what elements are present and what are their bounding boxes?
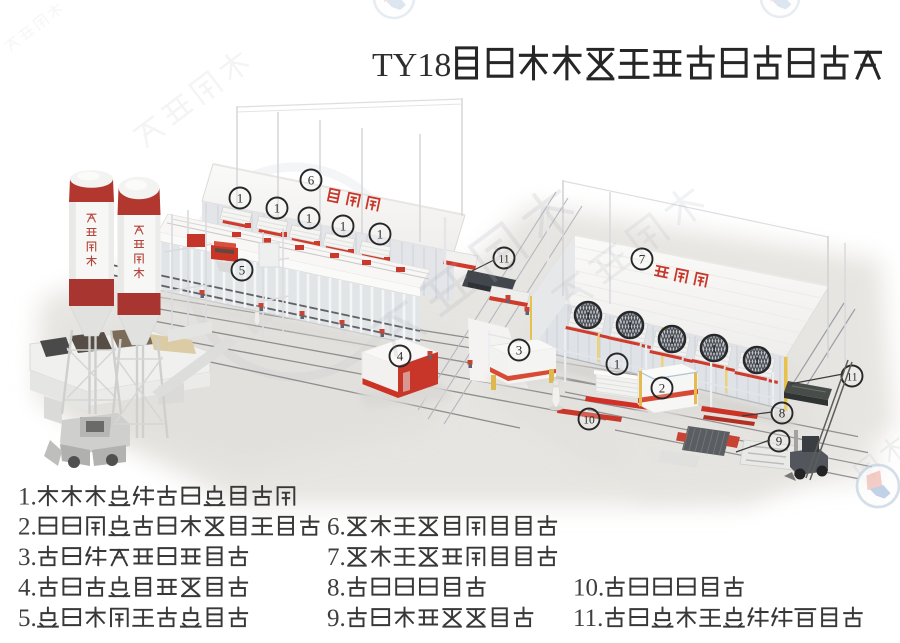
svg-text:1: 1	[614, 357, 621, 372]
svg-text:11: 11	[846, 372, 857, 384]
svg-text:1: 1	[585, 309, 591, 323]
svg-text:1: 1	[627, 319, 633, 333]
svg-text:10.: 10.	[573, 575, 604, 602]
svg-text:5.: 5.	[18, 605, 37, 632]
svg-text:9.: 9.	[327, 605, 346, 632]
svg-text:11.: 11.	[573, 605, 603, 632]
svg-text:7: 7	[639, 252, 646, 267]
svg-text:1: 1	[340, 219, 347, 234]
svg-text:2: 2	[659, 381, 666, 396]
svg-text:7.: 7.	[327, 544, 346, 571]
svg-text:6.: 6.	[327, 514, 346, 541]
svg-text:1: 1	[274, 201, 281, 216]
svg-text:1: 1	[754, 354, 760, 368]
svg-text:1: 1	[306, 211, 313, 226]
svg-text:8: 8	[779, 406, 786, 421]
svg-text:8.: 8.	[327, 575, 346, 602]
svg-text:3.: 3.	[18, 544, 37, 571]
svg-text:1.: 1.	[18, 484, 37, 511]
svg-text:3: 3	[516, 343, 523, 358]
svg-text:1: 1	[237, 191, 244, 206]
svg-text:11: 11	[498, 254, 509, 266]
svg-text:9: 9	[776, 434, 783, 449]
svg-text:10: 10	[583, 415, 595, 427]
svg-text:5: 5	[239, 263, 246, 278]
svg-text:1: 1	[711, 342, 717, 356]
svg-text:1: 1	[377, 227, 384, 242]
svg-text:6: 6	[308, 173, 315, 188]
svg-text:4: 4	[397, 349, 404, 364]
svg-text:4.: 4.	[18, 575, 37, 602]
svg-text:TY18: TY18	[372, 47, 451, 84]
svg-text:2.: 2.	[18, 514, 37, 541]
svg-text:1: 1	[669, 333, 675, 347]
